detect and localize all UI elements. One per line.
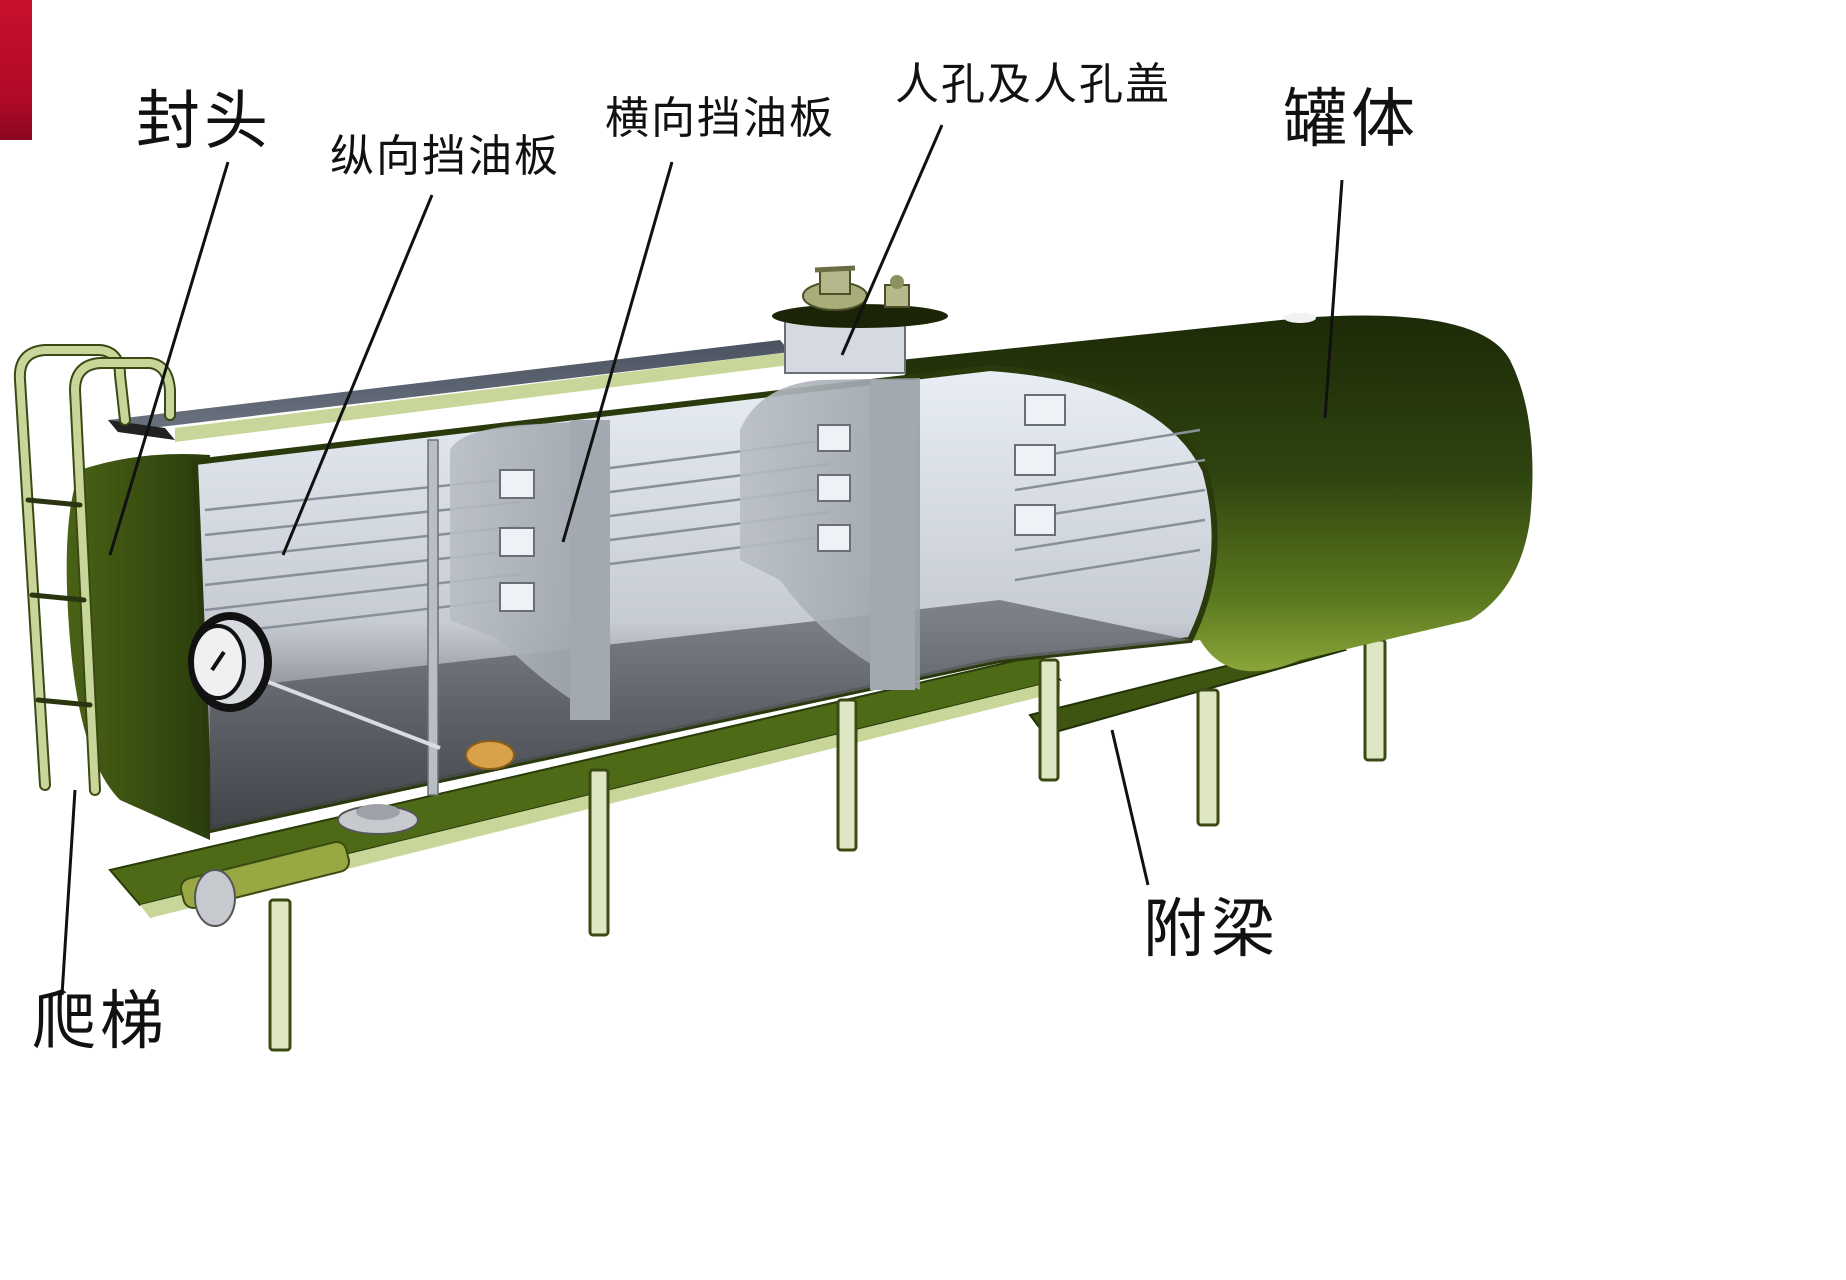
leader-longitudinal-baffle bbox=[281, 194, 434, 556]
ladder bbox=[13, 344, 176, 796]
leader-transverse-baffle bbox=[561, 161, 674, 543]
leader-manhole bbox=[840, 124, 944, 356]
label-transverse-baffle: 横向挡油板 bbox=[605, 93, 835, 144]
label-end-cap: 封头 bbox=[136, 85, 272, 159]
end-cap-shape bbox=[66, 454, 211, 840]
label-manhole: 人孔及人孔盖 bbox=[895, 59, 1171, 110]
leader-tank-body bbox=[1323, 179, 1344, 419]
manhole-assembly bbox=[772, 265, 948, 374]
label-auxiliary-beam: 附梁 bbox=[1143, 893, 1279, 967]
valve-assembly bbox=[180, 804, 419, 927]
support-legs bbox=[268, 638, 1387, 1052]
leader-end-cap bbox=[108, 161, 230, 556]
leader-ladder bbox=[60, 789, 77, 996]
leader-auxiliary-beam bbox=[1110, 729, 1150, 886]
leader-lines bbox=[60, 124, 1344, 996]
gauge-icon bbox=[188, 612, 272, 712]
transverse-baffles bbox=[450, 378, 1066, 720]
label-tank-body: 罐体 bbox=[1283, 83, 1419, 157]
tank-floor bbox=[210, 600, 1190, 830]
label-ladder: 爬梯 bbox=[32, 985, 168, 1059]
tank-illustration bbox=[13, 124, 1533, 1052]
label-longitudinal-baffle: 纵向挡油板 bbox=[330, 131, 560, 182]
level-rod bbox=[249, 439, 515, 796]
accent-bar bbox=[0, 0, 32, 140]
tank-cutaway-diagram: 封头 纵向挡油板 横向挡油板 人孔及人孔盖 罐体 附梁 爬梯 bbox=[0, 0, 1533, 1059]
